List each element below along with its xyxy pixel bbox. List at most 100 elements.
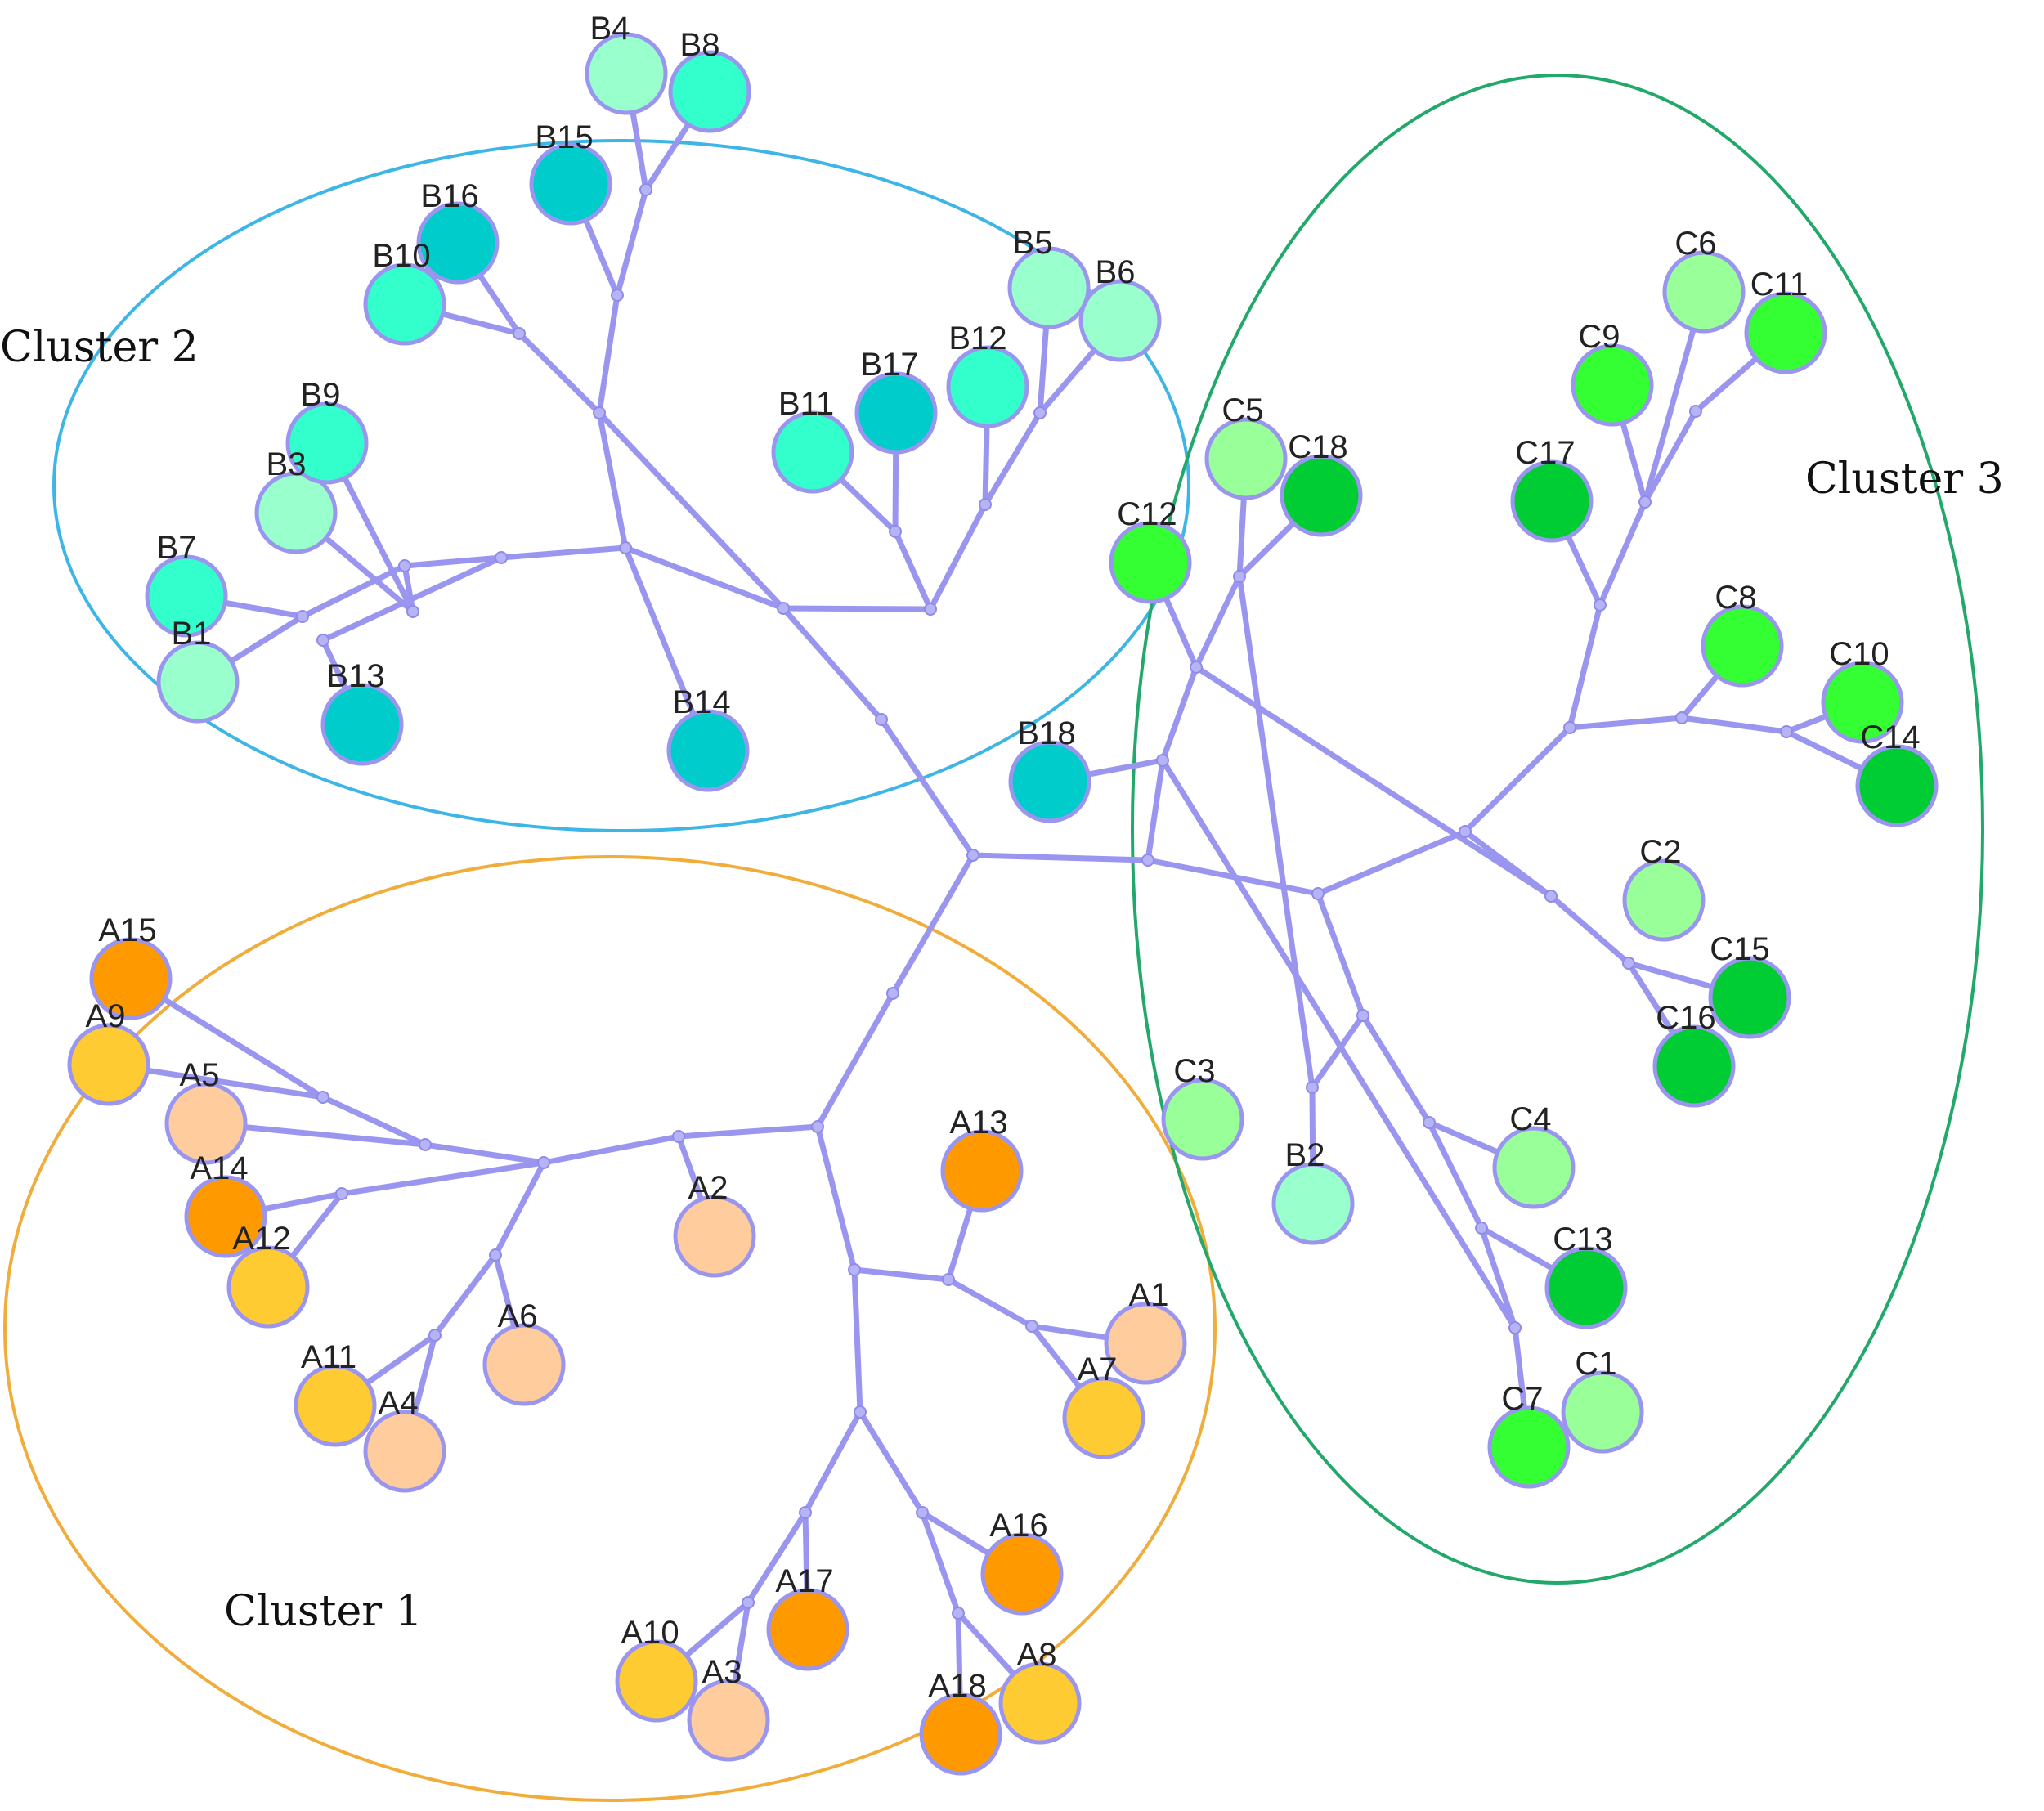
edge-B_R1-B_R2	[982, 410, 1043, 508]
node-b12[interactable]	[946, 345, 1029, 428]
edge-AD1-AD2	[745, 1509, 809, 1606]
node-c16[interactable]	[1652, 1024, 1736, 1108]
tree-junctions	[296, 183, 1793, 1620]
edge-C2-C3	[1193, 573, 1243, 670]
node-label-a18: A18	[928, 1668, 986, 1704]
node-c12[interactable]	[1109, 521, 1192, 604]
node-b11[interactable]	[771, 410, 854, 494]
node-a13[interactable]	[940, 1129, 1024, 1213]
node-a12[interactable]	[226, 1245, 310, 1329]
node-c18[interactable]	[1280, 454, 1363, 537]
junction-point	[886, 987, 899, 1000]
junction-point	[1156, 754, 1169, 767]
edge-D3-C3	[1236, 573, 1316, 1091]
junction-point	[537, 1156, 550, 1169]
node-b14[interactable]	[666, 709, 750, 792]
junction-point	[924, 603, 937, 616]
node-b9[interactable]	[285, 401, 369, 485]
node-a16[interactable]	[980, 1532, 1064, 1616]
junction-point	[854, 1405, 867, 1419]
node-a18[interactable]	[919, 1692, 1002, 1776]
node-b2[interactable]	[1271, 1162, 1355, 1245]
node-b13[interactable]	[320, 683, 404, 766]
node-label-a17: A17	[775, 1563, 833, 1599]
junction-point	[979, 498, 992, 511]
node-b3[interactable]	[254, 471, 338, 554]
node-c14[interactable]	[1855, 744, 1939, 827]
node-c13[interactable]	[1544, 1246, 1628, 1329]
node-c5[interactable]	[1204, 417, 1288, 500]
node-label-c3: C3	[1173, 1053, 1215, 1089]
node-c8[interactable]	[1701, 604, 1784, 688]
junction-point	[1544, 890, 1558, 903]
node-a15[interactable]	[89, 937, 173, 1020]
node-a10[interactable]	[615, 1639, 698, 1723]
node-c3[interactable]	[1161, 1078, 1244, 1161]
node-b16[interactable]	[416, 201, 500, 285]
node-label-a2: A2	[688, 1170, 728, 1206]
node-a7[interactable]	[1062, 1376, 1145, 1459]
node-c2[interactable]	[1622, 858, 1706, 942]
node-a6[interactable]	[482, 1323, 566, 1406]
junction-point	[1563, 721, 1576, 734]
node-a11[interactable]	[294, 1364, 377, 1447]
node-label-a11: A11	[301, 1339, 356, 1375]
edge-E0-E1	[1567, 602, 1603, 731]
node-a17[interactable]	[766, 1588, 849, 1671]
edge-D5-D6	[1478, 1225, 1518, 1331]
node-c4[interactable]	[1492, 1126, 1576, 1209]
node-a2[interactable]	[673, 1195, 756, 1278]
node-a14[interactable]	[184, 1175, 267, 1258]
node-c9[interactable]	[1571, 343, 1654, 427]
node-a3[interactable]	[687, 1679, 770, 1762]
node-label-c2: C2	[1639, 834, 1681, 870]
node-c1[interactable]	[1561, 1370, 1644, 1454]
junction-point	[611, 289, 624, 302]
junction-point	[1356, 1009, 1369, 1022]
node-b7[interactable]	[145, 554, 228, 638]
node-b8[interactable]	[668, 50, 751, 133]
node-b5[interactable]	[1007, 246, 1091, 329]
junction-point	[1594, 598, 1607, 612]
edge-G0-C2	[1193, 664, 1554, 899]
cluster-3-ring	[1131, 74, 1984, 1585]
node-c7[interactable]	[1487, 1405, 1571, 1489]
node-label-b10: B10	[372, 238, 430, 274]
node-b6[interactable]	[1078, 279, 1162, 362]
node-b1[interactable]	[156, 640, 240, 724]
cluster-2-label: Cluster 2	[0, 323, 199, 372]
node-a4[interactable]	[363, 1410, 446, 1493]
node-label-c6: C6	[1674, 226, 1716, 262]
edge-AD3-AD4	[919, 1509, 961, 1616]
node-c15[interactable]	[1708, 956, 1791, 1039]
junction-point	[1675, 711, 1688, 724]
node-label-c13: C13	[1553, 1222, 1612, 1257]
node-c10[interactable]	[1821, 661, 1904, 744]
node-c6[interactable]	[1662, 250, 1746, 334]
node-a1[interactable]	[1104, 1302, 1187, 1385]
node-a5[interactable]	[164, 1082, 248, 1165]
node-b18[interactable]	[1008, 740, 1091, 823]
junction-point	[1190, 661, 1203, 674]
node-c11[interactable]	[1744, 291, 1827, 374]
node-label-b6: B6	[1096, 254, 1136, 290]
node-label-a15: A15	[98, 912, 156, 948]
node-a9[interactable]	[67, 1023, 150, 1106]
edge-E0-F0	[1567, 715, 1685, 731]
cluster-3-label: Cluster 3	[1805, 455, 2004, 504]
node-c17[interactable]	[1510, 459, 1594, 543]
node-b4[interactable]	[585, 32, 668, 115]
edge-XB-B_U	[596, 410, 787, 612]
junction-point	[513, 327, 526, 340]
junction-point	[1780, 725, 1793, 738]
junction-point	[316, 1091, 329, 1104]
node-label-c5: C5	[1221, 392, 1263, 428]
node-a8[interactable]	[998, 1661, 1082, 1745]
junction-point	[419, 1138, 432, 1151]
node-label-c11: C11	[1750, 267, 1808, 303]
node-b17[interactable]	[854, 371, 938, 455]
junction-point	[489, 1248, 502, 1262]
node-b10[interactable]	[363, 262, 446, 346]
node-b15[interactable]	[529, 142, 612, 226]
junction-point	[1025, 1320, 1038, 1333]
